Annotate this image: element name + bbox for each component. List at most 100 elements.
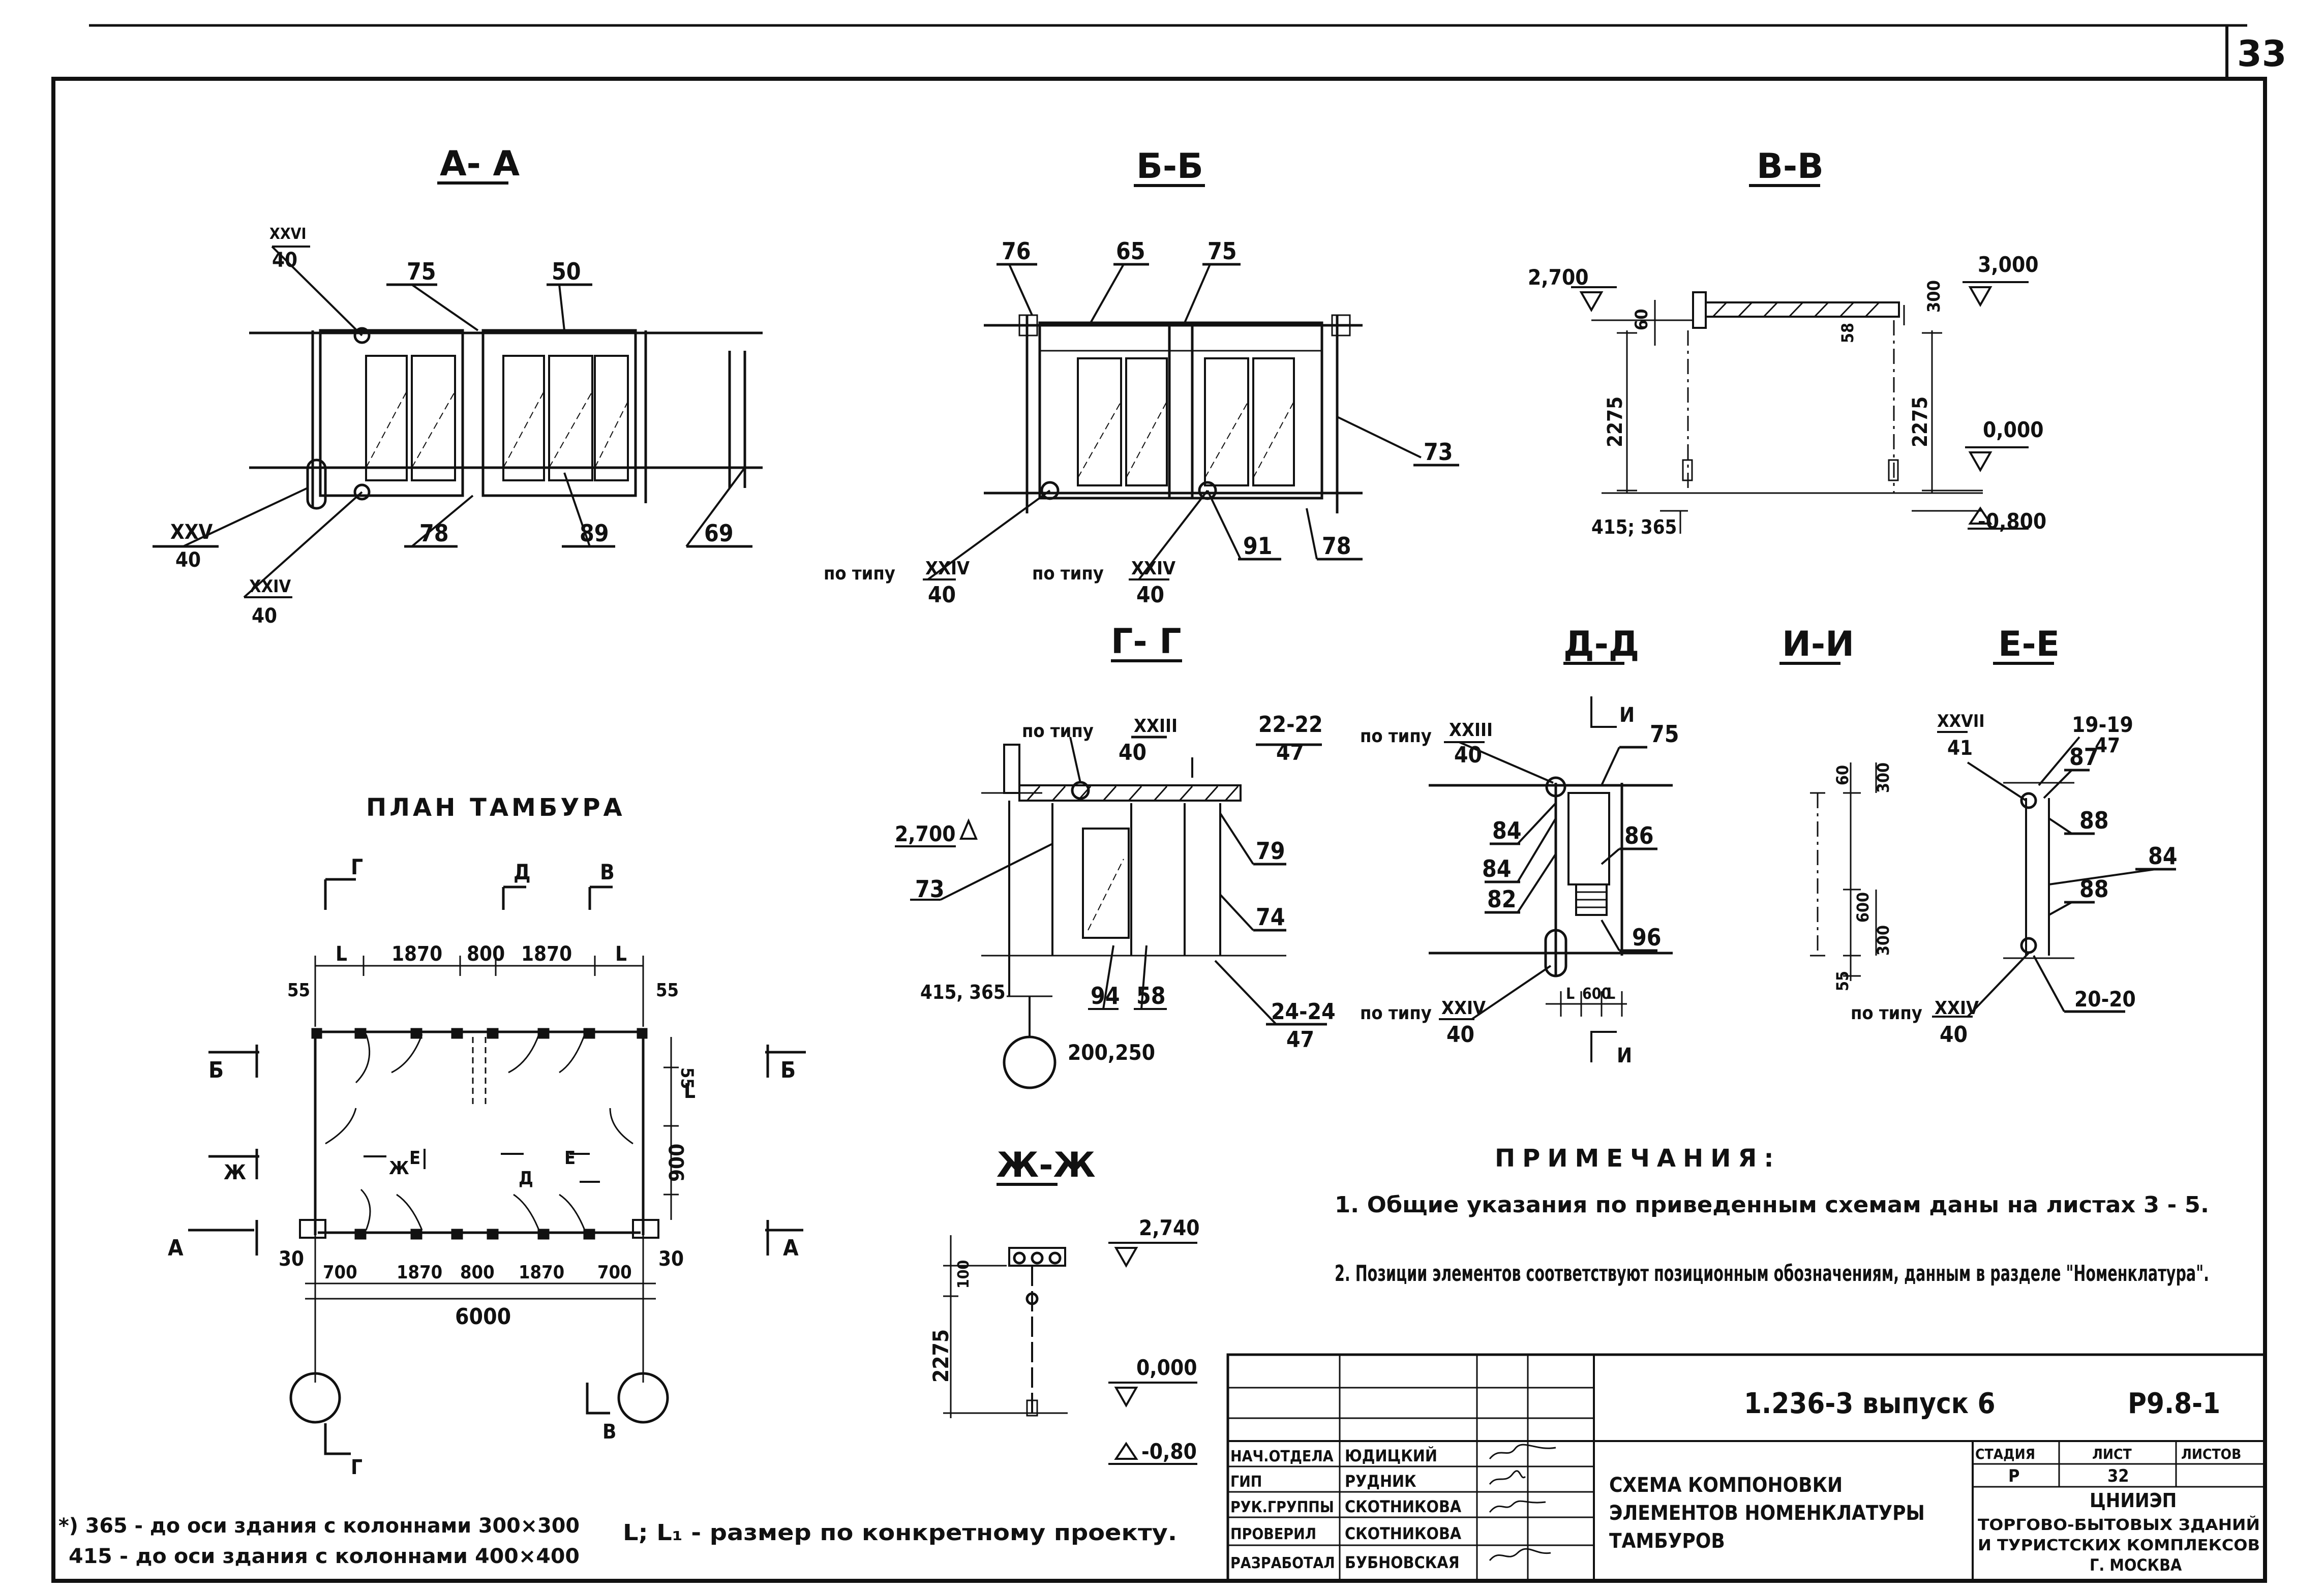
plan-dim-900: 900 (666, 1144, 689, 1182)
dd-pos-82: 82 (1487, 885, 1517, 913)
footnote-block: *) 365 - до оси здания с колоннами 300×3… (58, 1514, 1177, 1568)
role-gip: ГИП (1230, 1473, 1262, 1491)
doc-title-line-1: СХЕМА КОМПОНОВКИ (1609, 1474, 1843, 1497)
doc-title-line-2: ЭЛЕМЕНТОВ НОМЕНКЛАТУРЫ (1609, 1502, 1925, 1525)
name-developed: БУБНОВСКАЯ (1345, 1553, 1460, 1572)
vv-dim-2275-a: 2275 (1604, 396, 1627, 447)
sheets-label: ЛИСТОВ (2181, 1446, 2241, 1462)
gg-mark: XXIII (1134, 716, 1178, 737)
sheet-frame (51, 24, 2267, 1583)
plan-dim-1870-d: 1870 (519, 1262, 564, 1283)
ee-mark-sheet: 41 (1947, 737, 1973, 760)
dd-pos-86: 86 (1624, 822, 1654, 849)
footnote-l-note: L; L₁ - размер по конкретному проекту. (623, 1520, 1177, 1546)
cut-e-inner-b: Е (564, 1148, 576, 1169)
section-gg-title: Г- Г (1111, 622, 1182, 662)
dd-pos-84b: 84 (1482, 855, 1512, 882)
name-group-lead: СКОТНИКОВА (1345, 1497, 1462, 1516)
plan-dim-1870-a: 1870 (391, 942, 442, 966)
dd-cut-bottom: И (1617, 1044, 1632, 1067)
bb-by-type-1: по типу (824, 563, 895, 584)
name-head-dept: ЮДИЦКИЙ (1345, 1446, 1437, 1465)
dd-mark-2: XXIV (1441, 998, 1486, 1019)
sheet-label: ЛИСТ (2092, 1446, 2132, 1462)
role-group-lead: РУК.ГРУППЫ (1230, 1498, 1334, 1516)
vv-dim-300: 300 (1924, 280, 1944, 313)
bb-pos-78: 78 (1322, 532, 1351, 560)
doc-sheet-id: Р9.8-1 (2128, 1387, 2220, 1420)
bb-pos-65: 65 (1116, 237, 1145, 265)
aa-mark-top: XXVI (269, 225, 307, 243)
ii-dim-60: 60 (1833, 765, 1852, 785)
plan-dim-l-left: L (336, 942, 347, 966)
dd-dim-600: 600 (1582, 985, 1611, 1003)
plan-dim-800-b: 800 (460, 1262, 495, 1283)
stage-value: Р (2008, 1466, 2019, 1486)
gg-pos-94: 94 (1091, 982, 1120, 1009)
ee-node-2: 20-20 (2074, 987, 2136, 1012)
section-vv-labels: В-В 2,700 3,000 0,000 -0,800 60 300 2275… (1528, 146, 2046, 538)
ee-pos-87: 87 (2069, 743, 2099, 771)
vv-level-minus: -0,800 (1978, 509, 2046, 534)
section-zhzh-title: Ж-Ж (997, 1145, 1096, 1185)
dd-cut-top: И (1619, 703, 1635, 727)
section-ii-labels: И-И 60 300 600 300 55 (1782, 624, 1893, 991)
dd-mark-1: XXIII (1449, 720, 1493, 741)
section-bb (923, 184, 1459, 580)
dd-pos-96: 96 (1632, 924, 1662, 951)
stage-label: СТАДИЯ (1975, 1446, 2035, 1462)
plan-dim-55-b: 55 (656, 980, 679, 1001)
sheet-value: 32 (2107, 1466, 2129, 1486)
aa-pos-75: 75 (407, 258, 436, 285)
gg-dim-offset: 415, 365 (920, 981, 1006, 1003)
plan-dim-55-right: 55 (677, 1067, 697, 1089)
dd-sheet-2: 40 (1446, 1022, 1474, 1048)
aa-pos-69: 69 (704, 519, 734, 547)
section-aa (153, 181, 763, 598)
section-vv-title: В-В (1757, 146, 1824, 187)
cut-d-top: Д (514, 860, 531, 884)
title-block (1226, 1353, 2267, 1582)
org-line-2: ТОРГОВО-БЫТОВЫХ ЗДАНИЙ (1978, 1516, 2260, 1534)
plan-dim-55-a: 55 (287, 980, 310, 1001)
section-aa-labels: А- А XXVI 40 75 50 XXV 40 XXIV 40 78 89 … (170, 144, 734, 628)
notes-block: ПРИМЕЧАНИЯ: 1. Общие указания по приведе… (1335, 1144, 2209, 1287)
bb-pos-91: 91 (1243, 532, 1273, 560)
section-zhzh (943, 1183, 1197, 1465)
page-number: 33 (2237, 33, 2286, 75)
section-ee (1932, 662, 2176, 1018)
dd-pos-75: 75 (1650, 720, 1679, 748)
dd-sheet-1: 40 (1454, 742, 1482, 768)
vv-level-left: 2,700 (1528, 265, 1589, 290)
section-bb-title: Б-Б (1136, 146, 1203, 187)
ee-by-type: по типу (1851, 1003, 1922, 1024)
org-line-1: ЦНИИЭП (2090, 1489, 2177, 1512)
section-zhzh-labels: Ж-Ж 2,740 0,000 -0,80 100 2275 (928, 1145, 1200, 1464)
vv-dim-2275-b: 2275 (1909, 396, 1932, 447)
doc-code: 1.236-3 выпуск 6 (1744, 1387, 1996, 1420)
aa-pos-50: 50 (552, 258, 581, 285)
cut-v-bottom: В (602, 1420, 616, 1444)
role-checked: ПРОВЕРИЛ (1230, 1525, 1316, 1543)
dd-by-type-1: по типу (1360, 726, 1432, 747)
cut-e-inner-a: Е (409, 1148, 420, 1169)
doc-title-line-3: ТАМБУРОВ (1609, 1529, 1725, 1553)
zhzh-level-minus: -0,80 (1141, 1439, 1197, 1464)
section-dd-labels: Д-Д И по типу XXIII 40 75 84 84 82 86 96… (1360, 624, 1679, 1067)
ee-mark: XXVII (1937, 711, 1985, 731)
section-ee-labels: Е-Е XXVII 41 19-19 47 87 88 84 88 20-20 … (1851, 624, 2178, 1048)
plan-title: ПЛАН ТАМБУРА (366, 793, 625, 822)
plan-dim-30-left: 30 (279, 1247, 304, 1271)
plan-dim-l-right: L (615, 942, 627, 966)
vv-dim-60: 60 (1632, 309, 1652, 330)
aa-mark-bottom: XXIV (249, 576, 291, 597)
zhzh-level-top: 2,740 (1139, 1215, 1200, 1240)
ii-dim-300a: 300 (1874, 762, 1893, 793)
bb-mark-2: XXIV (1131, 558, 1175, 579)
zhzh-dim-100: 100 (955, 1260, 973, 1289)
section-bb-labels: Б-Б 76 65 75 73 78 91 по типу XXIV 40 по… (824, 146, 1453, 608)
gg-pos-73: 73 (915, 875, 945, 903)
gg-pos-58: 58 (1136, 982, 1166, 1009)
